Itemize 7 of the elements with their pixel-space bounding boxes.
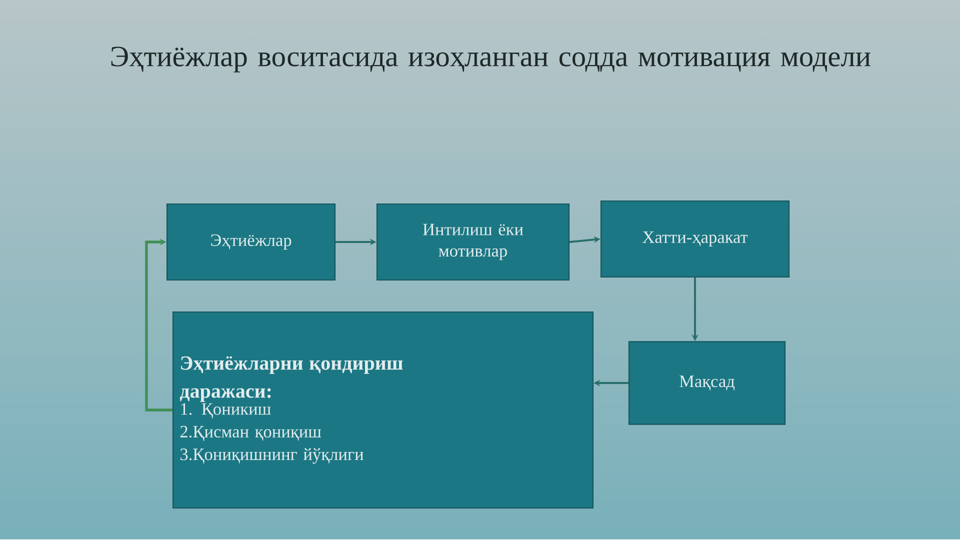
process-box: Эҳтиёжларни қондириш даражаси: 1. Қоникиш 2.Қисман қониқиш 3.Қониқишнинг йўқлиги [172,311,594,509]
process-box: Мақсад [628,341,786,425]
process-box: Эҳтиёжлар [166,203,336,281]
arrow [145,238,172,412]
process-box: Интилиш ёки мотивлар [376,203,570,281]
title: Эҳтиёжлар воситасида изоҳланган содда мотивация модели [111,46,870,72]
process-box: Хатти-ҳаракат [600,200,790,278]
